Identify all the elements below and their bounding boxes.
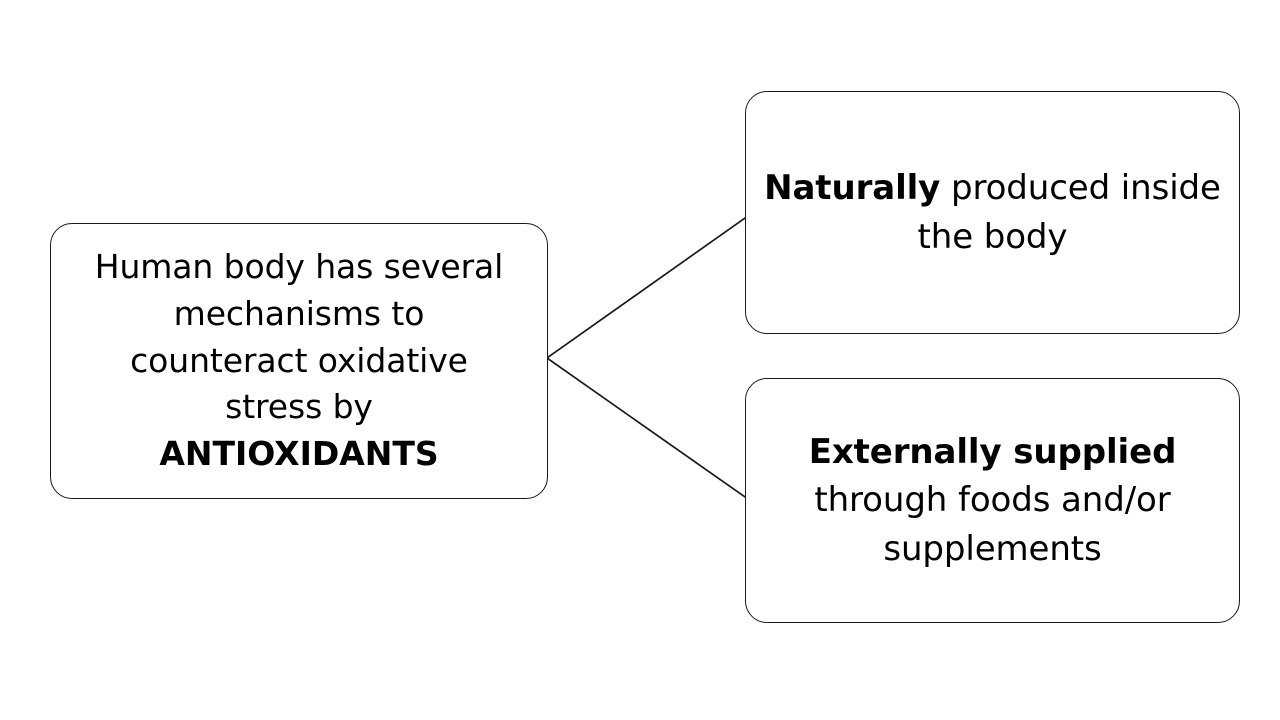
node-branch-natural-rest: produced inside the body bbox=[917, 168, 1221, 257]
node-source-line-1: Human body has several bbox=[94, 246, 504, 286]
connector-to-natural-line bbox=[545, 216, 747, 360]
node-source-text: Human body has several mechanisms to count… bbox=[51, 244, 547, 478]
node-branch-external-text: Externally supplied through foods and/or … bbox=[746, 428, 1239, 573]
node-source-line-4: stress by bbox=[225, 387, 373, 427]
node-source-line-3: counteract oxidative bbox=[130, 340, 468, 380]
node-source-antioxidants[interactable]: Human body has several mechanisms to count… bbox=[50, 223, 548, 499]
node-branch-naturally-produced[interactable]: Naturally produced inside the body bbox=[745, 91, 1240, 334]
node-branch-external-rest: through foods and/or supplements bbox=[814, 480, 1171, 569]
node-source-line-2: mechanisms to bbox=[173, 293, 425, 333]
node-branch-natural-emphasis: Naturally bbox=[764, 168, 941, 209]
connector-to-external-line bbox=[545, 356, 747, 499]
node-source-emphasis: ANTIOXIDANTS bbox=[159, 434, 439, 474]
node-branch-natural-text: Naturally produced inside the body bbox=[746, 164, 1239, 261]
node-branch-external-emphasis: Externally supplied bbox=[808, 432, 1177, 473]
node-branch-externally-supplied[interactable]: Externally supplied through foods and/or … bbox=[745, 378, 1240, 623]
